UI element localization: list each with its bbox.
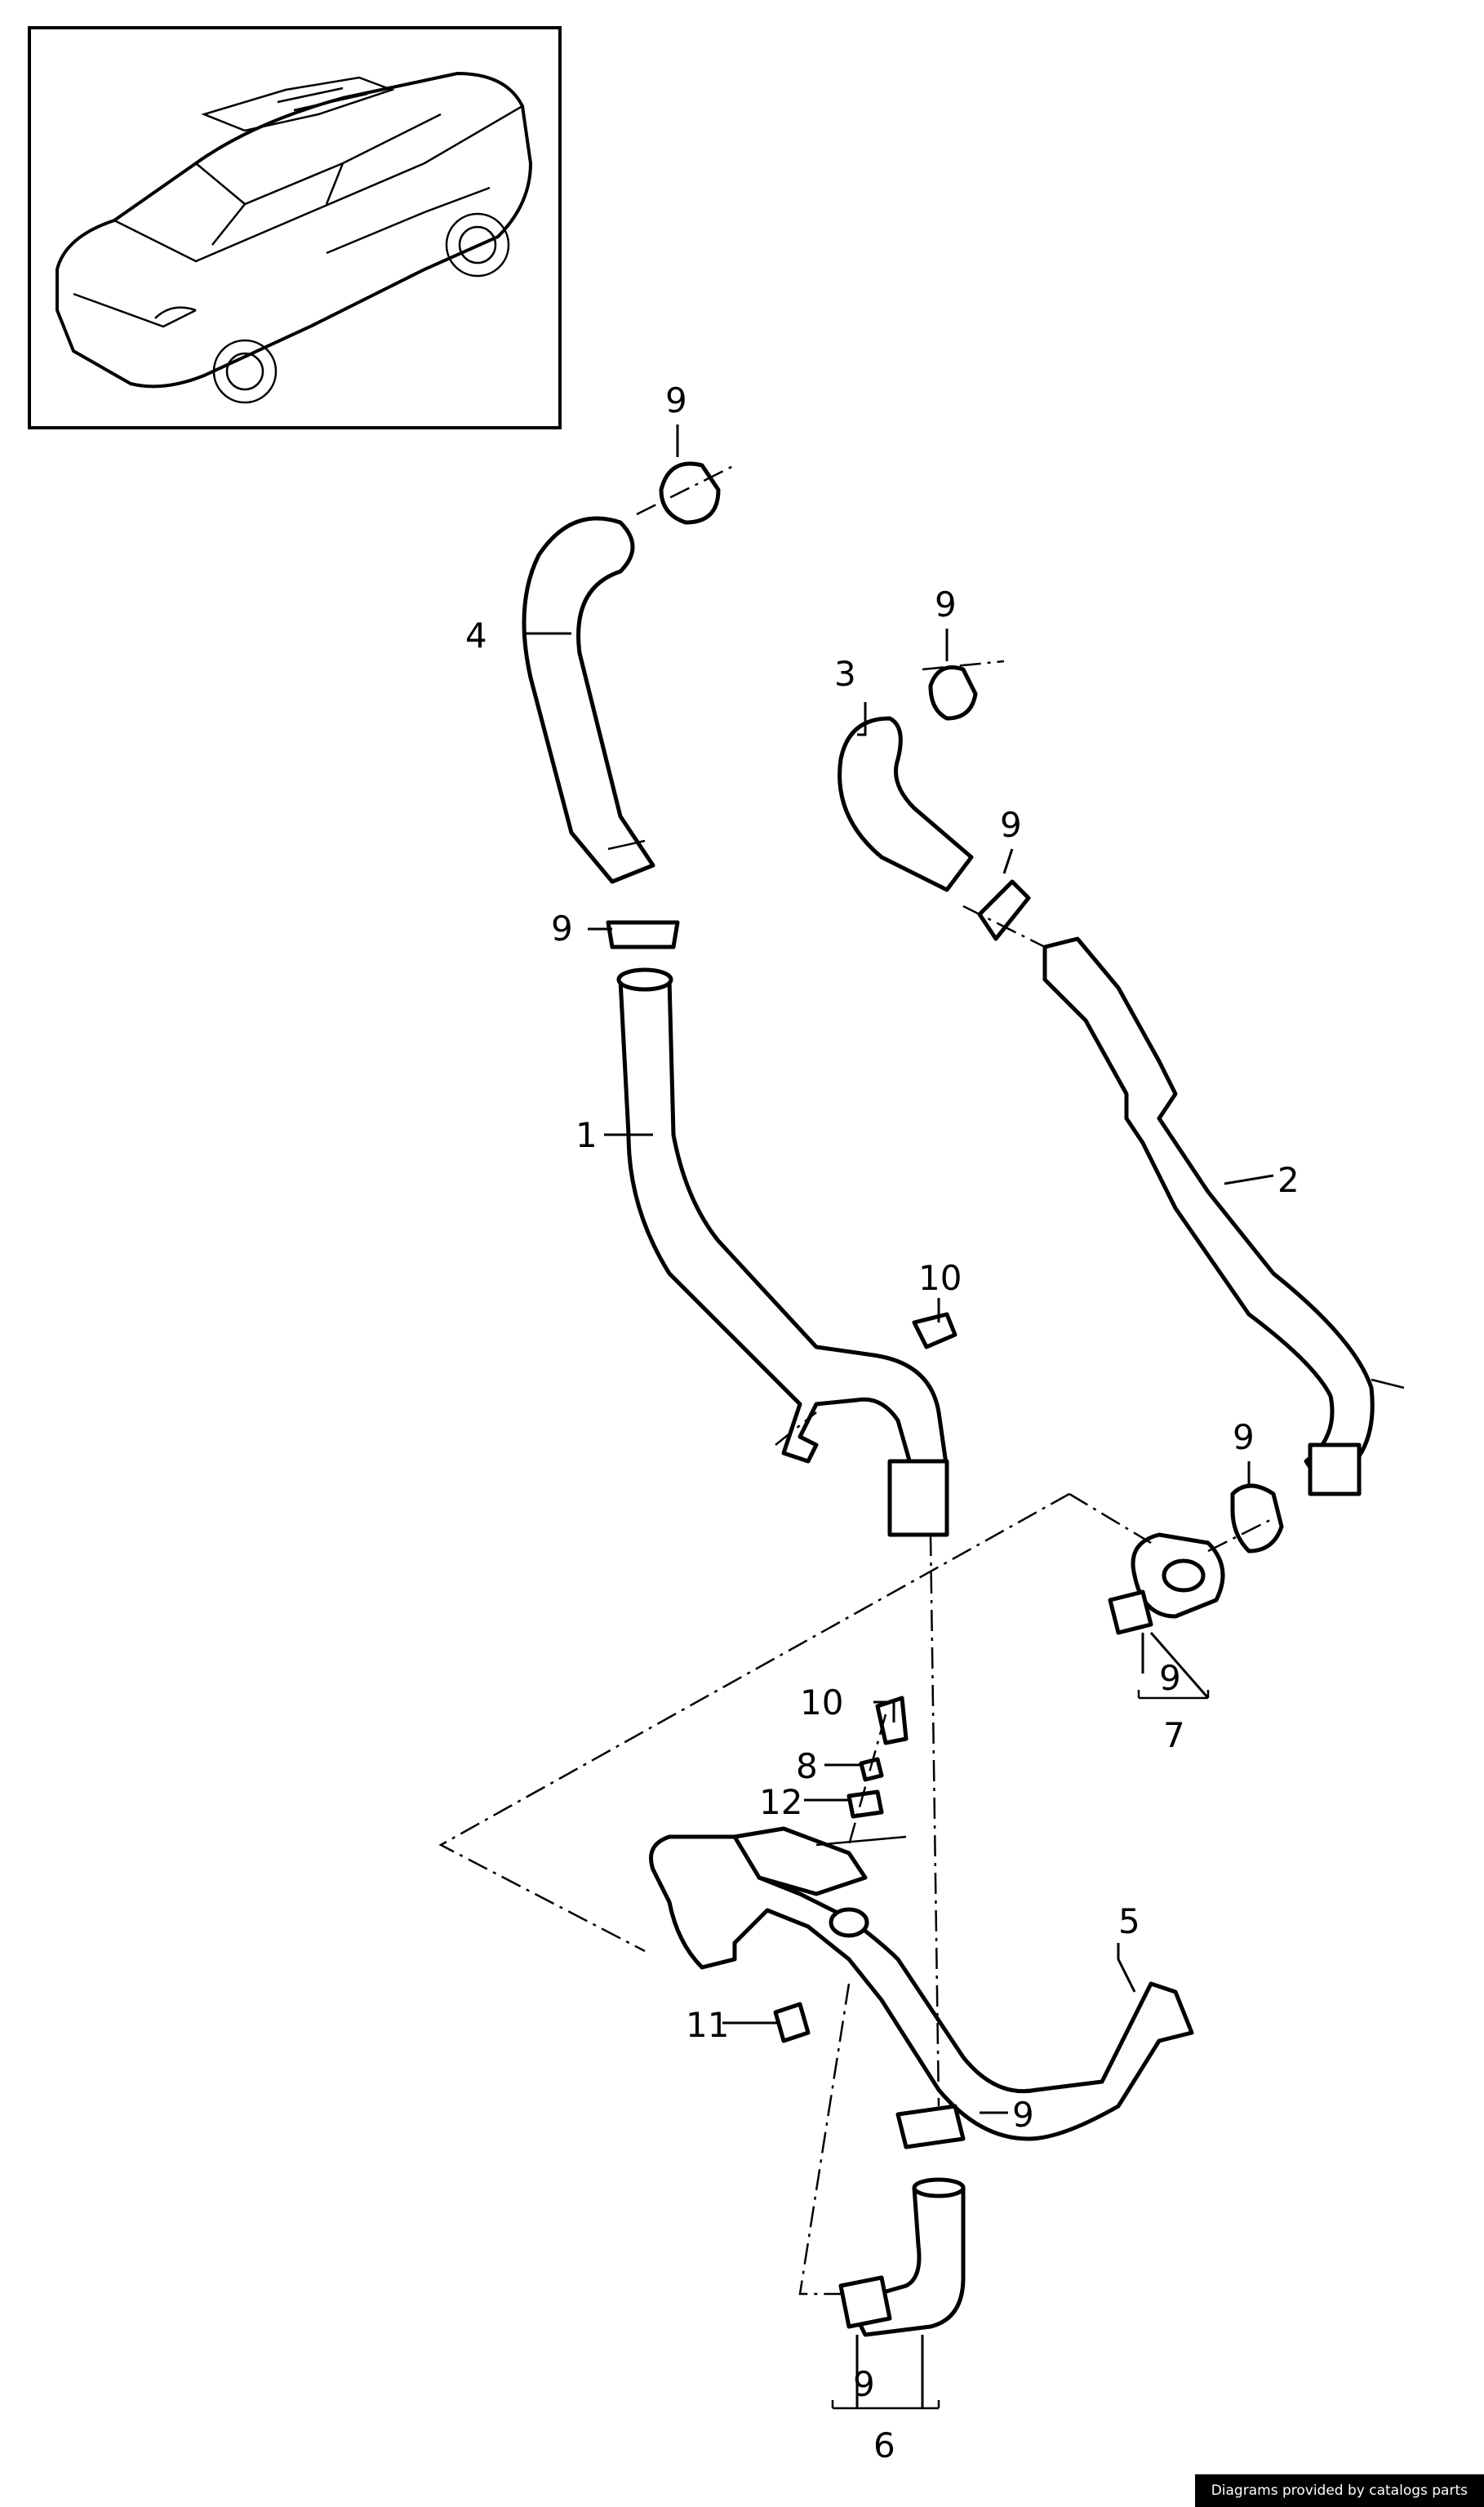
part-1-pipe (616, 967, 949, 1537)
callout-10-lower: 10 (800, 1682, 843, 1722)
callout-9-right: 9 (1233, 1417, 1255, 1457)
callout-11: 11 (686, 2005, 729, 2045)
callout-9-bottom: 9 (853, 2364, 875, 2404)
callout-2: 2 (1277, 1160, 1300, 1200)
part-2-pipe (1042, 936, 1405, 1496)
part-4-hose (522, 516, 655, 884)
callout-8: 8 (796, 1746, 818, 1786)
part-3-hose (838, 716, 974, 892)
callout-3: 3 (834, 654, 856, 694)
callout-12: 12 (759, 1782, 802, 1822)
clamp-icons (606, 461, 1284, 2329)
part-7-connector (1131, 1532, 1225, 1619)
callout-1: 1 (575, 1115, 598, 1155)
callout-9-mid-right: 9 (1000, 805, 1022, 845)
hardware-icons (773, 1312, 957, 2043)
callout-10-upper: 10 (918, 1258, 962, 1298)
credit-banner: Diagrams provided by catalogs parts (1194, 2474, 1484, 2507)
leader-lines (522, 425, 1274, 2410)
callout-5: 5 (1118, 1901, 1140, 1941)
callout-9-upper-right: 9 (935, 585, 957, 625)
callout-9-top: 9 (665, 380, 687, 420)
callout-labels: 4 9 9 1 3 9 9 2 10 9 9 7 10 8 12 5 11 9 … (465, 380, 1300, 2465)
callout-9-connector: 9 (1159, 1658, 1181, 1698)
callout-7: 7 (1163, 1715, 1185, 1755)
callout-9-upper-left: 9 (551, 909, 573, 949)
callout-6: 6 (873, 2425, 895, 2465)
vehicle-thumbnail (28, 26, 562, 429)
callout-4: 4 (465, 616, 487, 656)
callout-9-lower-right: 9 (1012, 2095, 1034, 2135)
part-5-pipe (649, 1826, 1194, 2141)
assembly-lines (438, 464, 1274, 2296)
